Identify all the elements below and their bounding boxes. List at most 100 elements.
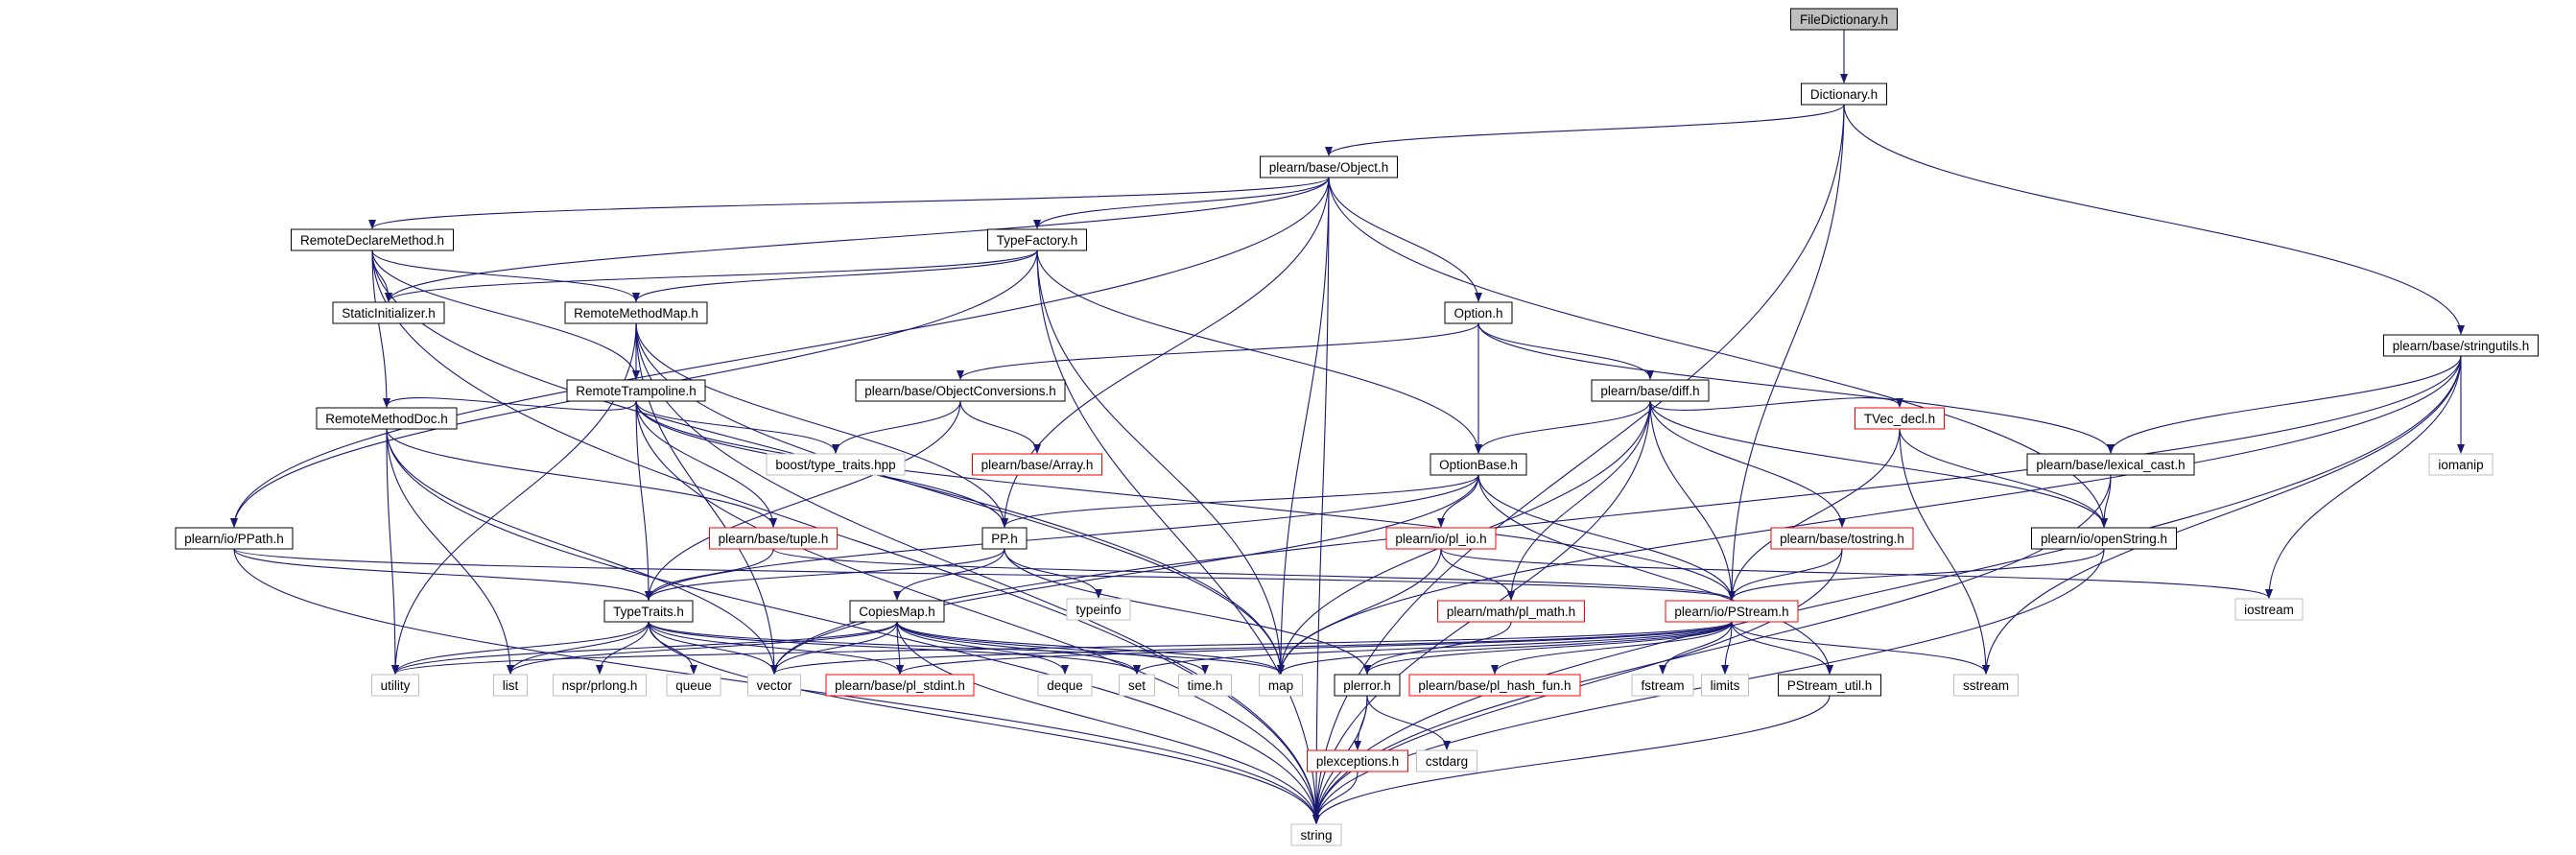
node-box <box>493 674 528 697</box>
node-box <box>291 228 454 251</box>
edge-optionbase-to-pstream <box>1477 474 1736 601</box>
edge-typefactory-to-staticinitializer <box>385 249 1038 302</box>
node-plearn-base-tuple-h[interactable]: plearn/base/tuple.h <box>709 527 838 550</box>
node-typefactory-h[interactable]: TypeFactory.h <box>987 228 1087 251</box>
edge-remotedeclaremethod-to-remotetrampoline <box>371 249 640 380</box>
edge-remotedeclaremethod-to-string <box>371 249 1320 824</box>
edge-pstream-to-plerror <box>1363 621 1733 675</box>
edge-tuple-to-pstream <box>772 548 1736 601</box>
node-box <box>1307 749 1408 772</box>
edge-pstream-to-pstream-util <box>1731 621 1833 675</box>
node-option-h[interactable]: Option.h <box>1444 301 1513 324</box>
edge-dictionary-to-object <box>1325 104 1845 156</box>
edge-diff-to-openstring <box>1649 400 2108 528</box>
node-utility: utility <box>371 674 419 697</box>
node-label: plexceptions.h <box>1316 754 1399 769</box>
node-copiesmap-h[interactable]: CopiesMap.h <box>849 600 945 623</box>
edge-optionbase-to-pp <box>1001 474 1479 528</box>
node-label: string <box>1300 828 1332 843</box>
edge-pstream-to-set <box>1133 621 1733 675</box>
node-plearn-base-objectconversions-h[interactable]: plearn/base/ObjectConversions.h <box>855 379 1066 402</box>
node-box <box>1701 674 1749 697</box>
node-box <box>603 600 694 623</box>
edge-pstream-to-utility <box>391 621 1733 675</box>
node-label: plearn/base/ObjectConversions.h <box>864 384 1056 398</box>
edge-remotetrampoline-to-remotemethoddoc <box>383 397 637 411</box>
edge-pp-to-typetraits <box>645 548 1005 601</box>
node-plearn-io-ppath-h[interactable]: plearn/io/PPath.h <box>175 527 294 550</box>
edge-ppath-to-pstream <box>233 548 1736 601</box>
node-box <box>1178 674 1232 697</box>
node-typetraits-h[interactable]: TypeTraits.h <box>603 600 694 623</box>
node-plearn-base-tostring-h[interactable]: plearn/base/tostring.h <box>1770 527 1914 550</box>
node-vector: vector <box>747 674 801 697</box>
node-plerror-h[interactable]: plerror.h <box>1334 674 1401 697</box>
edge-diff-to-pstream <box>1649 400 1736 601</box>
node-label: plearn/base/diff.h <box>1600 384 1699 398</box>
edge-copiesmap-to-list <box>507 621 898 675</box>
edge-ppath-to-typetraits <box>233 548 652 601</box>
node-box <box>564 301 708 324</box>
dependency-edges <box>230 30 2465 824</box>
node-remotemethoddoc-h[interactable]: RemoteMethodDoc.h <box>316 407 458 430</box>
edge-stringutils-to-vector <box>770 355 2462 675</box>
node-plearn-io-pstream-h[interactable]: plearn/io/PStream.h <box>1665 600 1799 623</box>
node-plearn-base-lexical-cast-h[interactable]: plearn/base/lexical_cast.h <box>2026 453 2195 476</box>
node-plearn-base-pl-hash-fun-h[interactable]: plearn/base/pl_hash_fun.h <box>1408 674 1581 697</box>
node-label: time.h <box>1188 678 1223 693</box>
node-plearn-base-object-h[interactable]: plearn/base/Object.h <box>1260 155 1398 178</box>
node-plearn-base-stringutils-h[interactable]: plearn/base/stringutils.h <box>2383 334 2539 357</box>
node-limits: limits <box>1701 674 1749 697</box>
node-label: plearn/base/Object.h <box>1269 160 1389 175</box>
node-box <box>371 674 419 697</box>
edge-pp-to-copiesmap <box>893 548 1005 601</box>
node-box <box>1260 155 1398 178</box>
node-remotedeclaremethod-h[interactable]: RemoteDeclareMethod.h <box>291 228 454 251</box>
node-label: queue <box>675 678 712 693</box>
edge-pstream-to-fstream <box>1659 621 1733 675</box>
node-pp-h[interactable]: PP.h <box>981 527 1028 550</box>
edge-typetraits-to-nsprlong <box>596 621 650 675</box>
edge-stringutils-to-iostream <box>2265 355 2462 599</box>
node-pstream-util-h[interactable]: PStream_util.h <box>1778 674 1881 697</box>
node-label: vector <box>757 678 792 693</box>
node-label: nspr/prlong.h <box>562 678 638 693</box>
node-label: RemoteMethodDoc.h <box>325 412 448 426</box>
node-label: plearn/base/tuple.h <box>719 532 829 546</box>
node-plearn-math-pl-math-h[interactable]: plearn/math/pl_math.h <box>1437 600 1585 623</box>
node-box <box>709 527 838 550</box>
node-optionbase-h[interactable]: OptionBase.h <box>1430 453 1527 476</box>
node-plexceptions-h[interactable]: plexceptions.h <box>1307 749 1408 772</box>
edge-pstream-to-limits <box>1721 621 1733 675</box>
node-set: set <box>1119 674 1155 697</box>
edge-object-to-ppath <box>230 177 1330 528</box>
node-time-h: time.h <box>1178 674 1232 697</box>
node-remotemethodmap-h[interactable]: RemoteMethodMap.h <box>564 301 708 324</box>
edge-typefactory-to-optionbase <box>1036 249 1482 454</box>
node-plearn-io-pl-io-h[interactable]: plearn/io/pl_io.h <box>1385 527 1497 550</box>
node-plearn-base-pl-stdint-h[interactable]: plearn/base/pl_stdint.h <box>825 674 975 697</box>
node-deque: deque <box>1037 674 1093 697</box>
edge-object-to-option <box>1328 177 1482 302</box>
node-box <box>1066 598 1131 621</box>
node-plearn-base-array-h[interactable]: plearn/base/Array.h <box>972 453 1102 476</box>
edge-optionbase-to-vector <box>770 474 1479 675</box>
node-remotetrampoline-h[interactable]: RemoteTrampoline.h <box>566 379 706 402</box>
node-plearn-base-diff-h[interactable]: plearn/base/diff.h <box>1591 379 1710 402</box>
edge-typetraits-to-map <box>648 621 1285 675</box>
edge-typefactory-to-map <box>1036 249 1285 675</box>
node-filedictionary-h[interactable]: FileDictionary.h <box>1790 8 1898 31</box>
node-staticinitializer-h[interactable]: StaticInitializer.h <box>332 301 445 324</box>
node-plearn-io-openstring-h[interactable]: plearn/io/openString.h <box>2031 527 2177 550</box>
edge-pstream-to-sstream <box>1731 621 1990 675</box>
edge-pp-to-plerror <box>1004 548 1371 675</box>
node-label: plearn/base/pl_hash_fun.h <box>1418 678 1571 693</box>
node-dictionary-h[interactable]: Dictionary.h <box>1801 83 1887 106</box>
node-tvec-decl-h[interactable]: TVec_decl.h <box>1855 407 1945 430</box>
node-label: TypeTraits.h <box>613 605 684 619</box>
node-label: utility <box>381 678 411 693</box>
edge-object-to-map <box>1277 177 1330 675</box>
node-box <box>1665 600 1799 623</box>
node-label: FileDictionary.h <box>1800 12 1888 27</box>
